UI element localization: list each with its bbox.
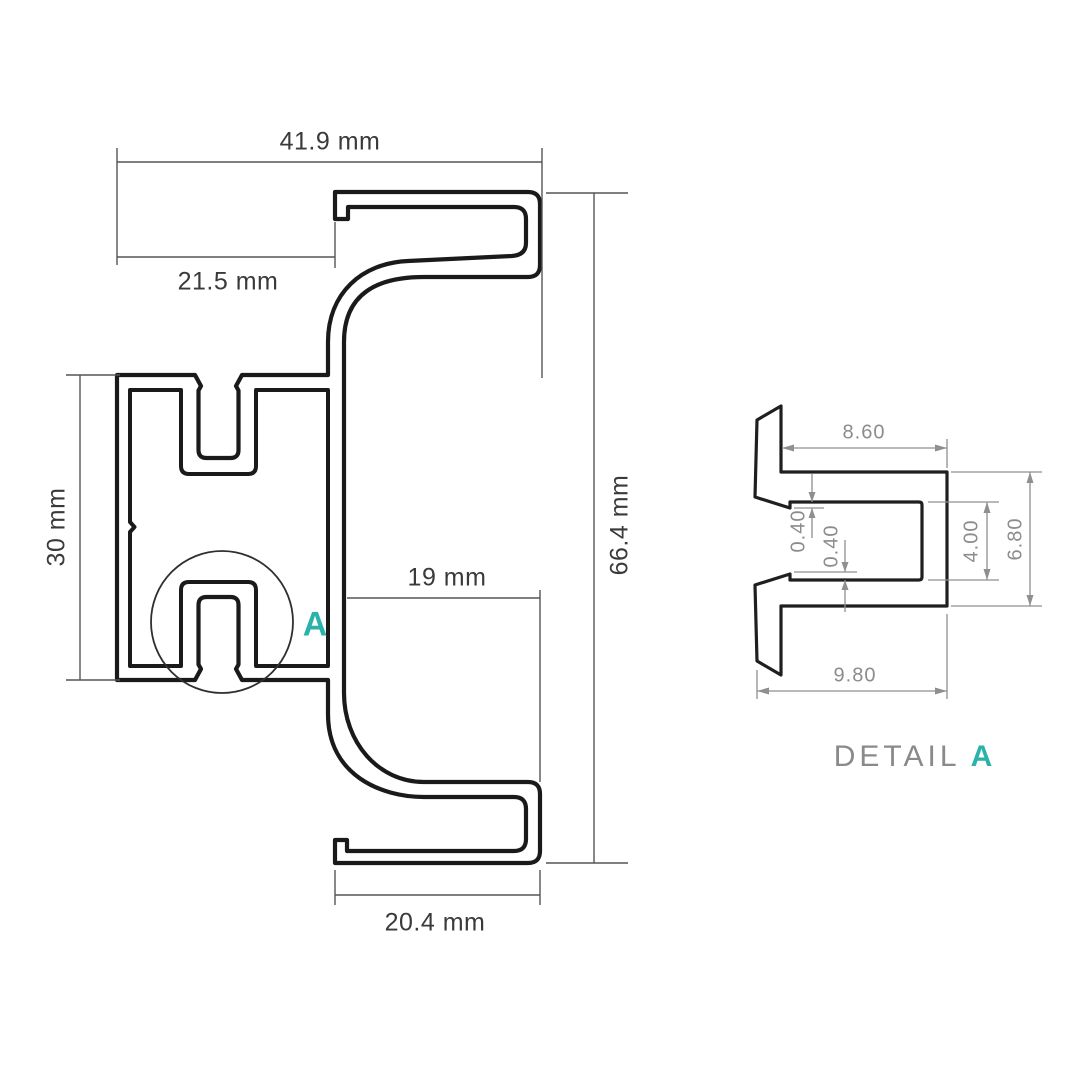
detail-dimension-8-60 xyxy=(782,439,948,468)
detail-dim-label-height-outer: 6.80 xyxy=(1004,517,1027,561)
detail-outline xyxy=(753,404,949,677)
dimension-21-5 xyxy=(117,222,336,268)
profile-cavity-outline xyxy=(128,388,330,668)
dim-label-height-block: 30 mm xyxy=(42,487,71,567)
detail-dimension-0-40-top xyxy=(794,474,824,538)
dim-label-width-bottom-arm: 20.4 mm xyxy=(384,908,486,937)
dim-label-height-total: 66.4 mm xyxy=(605,474,634,576)
detail-callout-label: A xyxy=(302,605,328,644)
dimension-30 xyxy=(66,374,120,681)
detail-dim-label-height-inner: 4.00 xyxy=(960,519,983,563)
detail-dimension-9-80 xyxy=(756,614,948,699)
detail-dimension-6-80 xyxy=(951,471,1042,607)
detail-title-ref: A xyxy=(970,740,993,773)
detail-dimension-0-40-bottom xyxy=(794,540,857,612)
detail-title-text: DETAIL xyxy=(833,740,961,773)
detail-view xyxy=(753,404,1042,699)
dimension-19 xyxy=(347,590,541,782)
dim-label-width-offset: 21.5 mm xyxy=(177,267,279,296)
dim-label-width-channel: 19 mm xyxy=(407,563,487,592)
detail-dimension-4-00 xyxy=(928,501,999,581)
dim-label-width-total: 41.9 mm xyxy=(279,127,381,156)
detail-callout-circle xyxy=(150,550,294,694)
detail-dim-label-depth-outer: 9.80 xyxy=(833,664,877,687)
dimension-20-4 xyxy=(334,870,541,905)
main-view xyxy=(66,148,628,905)
detail-title: DETAIL A xyxy=(834,740,992,774)
detail-dim-label-lip-top: 0.40 xyxy=(787,509,810,553)
dimension-66-4 xyxy=(546,192,628,864)
detail-dim-label-lip-bottom: 0.40 xyxy=(820,524,843,568)
dimension-41-9 xyxy=(116,148,543,378)
detail-dim-label-depth-inner: 8.60 xyxy=(842,421,886,444)
profile-outline xyxy=(114,189,543,866)
